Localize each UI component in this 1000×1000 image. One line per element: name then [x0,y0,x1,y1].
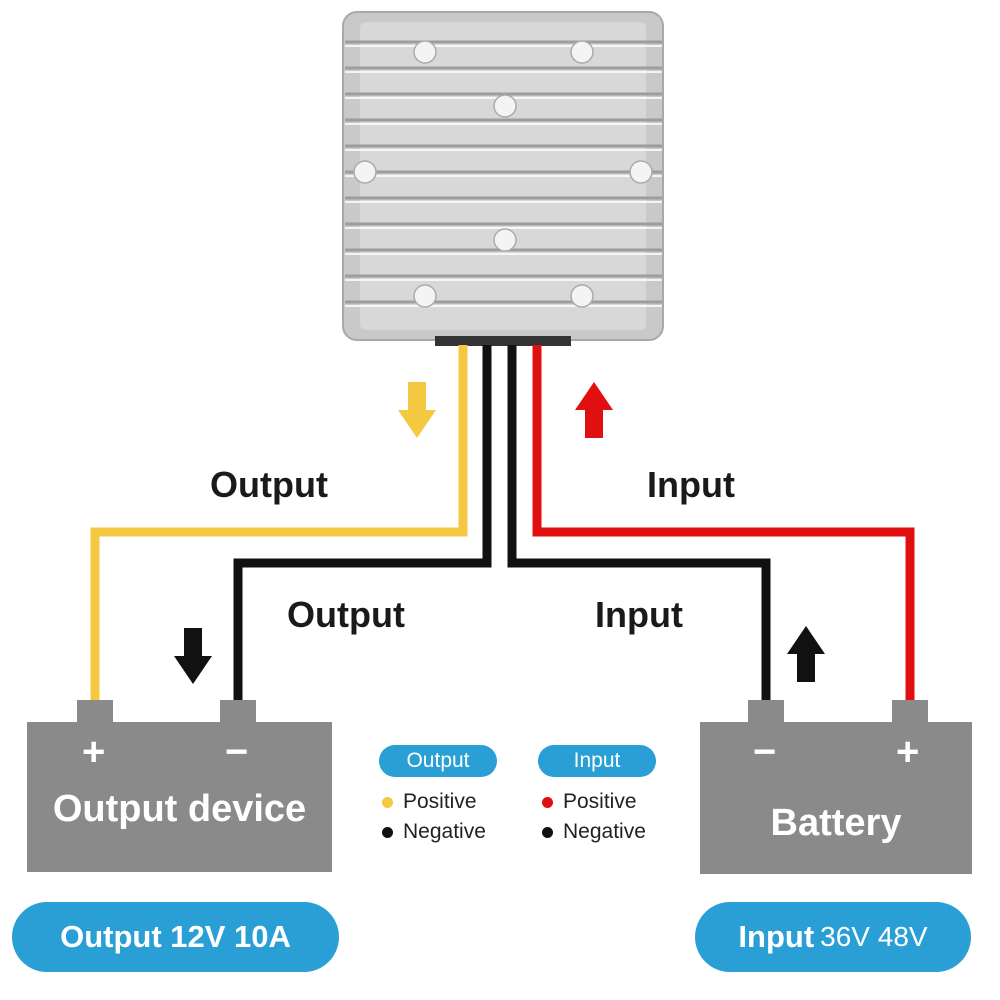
legend-output-negative-label: Negative [403,820,486,843]
output-spec-badge: Output 12V 10A [12,902,339,972]
output-device-plus: + [82,730,106,774]
yellow-dot-icon [382,796,393,808]
output-positive-wire [90,345,468,702]
output-spec-text: Output 12V 10A [60,919,291,954]
legend-input-title: Input [538,745,656,777]
input-label-mid: Input [595,594,683,635]
black-dot-icon [382,826,393,838]
arrow-up-icon [575,382,613,438]
legend-output-positive-label: Positive [403,790,477,813]
input-spec-values: 36V 48V [820,921,928,952]
legend-output-title: Output [379,745,497,777]
legend-output-positive: Positive [382,790,477,814]
output-device-box [27,700,332,872]
mounting-holes [353,40,653,308]
battery-minus: − [753,730,777,774]
arrow-down-icon [398,382,436,438]
red-dot-icon [542,796,553,808]
legend-input-negative-label: Negative [563,820,646,843]
legend-input-positive-label: Positive [563,790,637,813]
legend-input-negative: Negative [542,820,646,844]
heatsink-fins [345,40,662,304]
output-negative-wire [233,345,492,702]
battery-plus: + [896,730,920,774]
arrow-down-icon [174,628,212,684]
input-spec-badge: Input 36V 48V [695,902,971,972]
input-positive-wire [532,345,915,702]
battery-box [700,700,972,874]
input-negative-wire [507,345,771,702]
output-label-mid: Output [287,594,405,635]
legend-input-positive: Positive [542,790,637,814]
input-label-top: Input [647,464,735,505]
input-spec-label: Input [738,919,815,954]
output-label-top: Output [210,464,328,505]
battery-title: Battery [770,802,902,844]
legend-output-negative: Negative [382,820,486,844]
output-device-title: Output device [52,788,307,830]
arrow-up-icon [787,626,825,682]
output-device-minus: − [225,730,249,774]
converter-module [342,11,664,346]
black-dot-icon [542,826,553,838]
